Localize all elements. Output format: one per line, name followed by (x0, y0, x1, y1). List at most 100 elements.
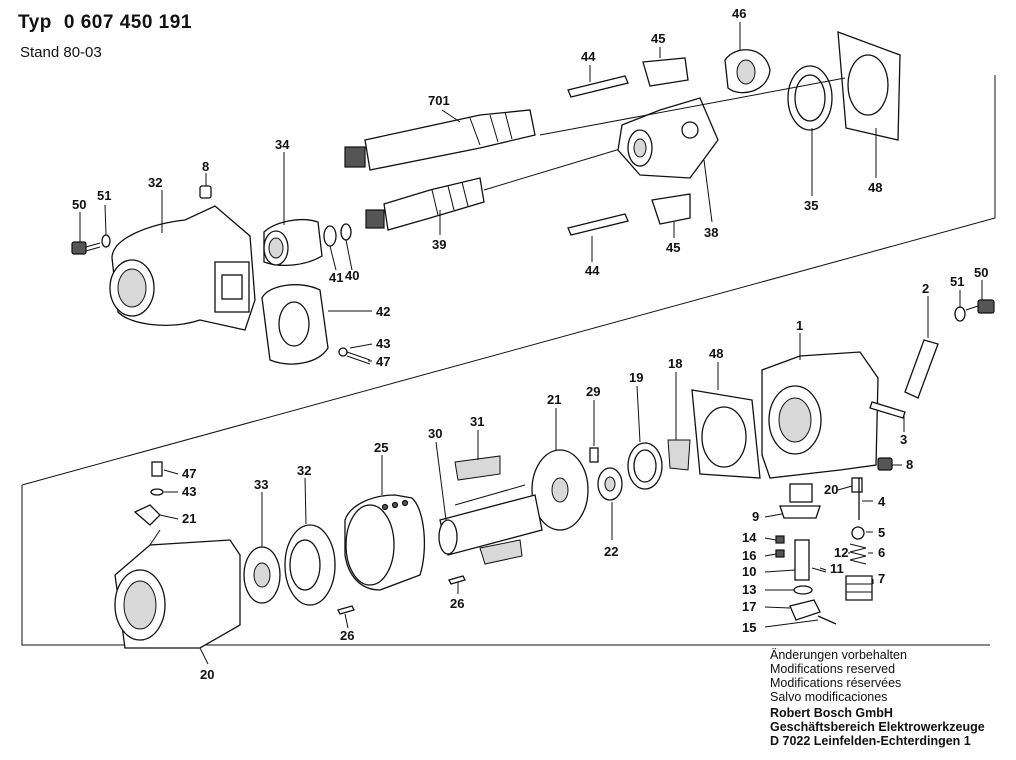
part-32-end-plate (284, 524, 336, 606)
part-39-carrier (617, 97, 719, 179)
part-45-gasket (261, 284, 329, 365)
part-labels: 44 45 46 701 34 8 32 51 50 41 40 39 42 4… (72, 6, 988, 682)
part-30-rotor (438, 484, 543, 556)
part-47-washer-lower (150, 488, 164, 496)
part-40-segment-bottom (651, 193, 691, 225)
part-41-pin-top (567, 75, 629, 98)
part-label: 20 (200, 667, 214, 682)
part-9-valve-body (779, 483, 821, 519)
part-label: 25 (374, 440, 388, 455)
part-label: 8 (202, 159, 209, 174)
part-label: 48 (868, 180, 882, 195)
part-label: 17 (742, 599, 756, 614)
part-31-vane-top (454, 455, 501, 481)
part-35-sleeve (263, 218, 323, 267)
leader-lines (79, 22, 983, 665)
part-6-spring (849, 543, 867, 565)
part-label: 50 (72, 197, 86, 212)
part-label: 701 (428, 93, 450, 108)
part-label: 45 (651, 31, 665, 46)
part-label: 32 (297, 463, 311, 478)
part-label: 50 (974, 265, 988, 280)
part-43-ring (340, 223, 352, 241)
notice-de: Änderungen vorbehalten (770, 648, 907, 662)
part-label: 39 (432, 237, 446, 252)
part-label: 18 (668, 356, 682, 371)
part-label: 32 (148, 175, 162, 190)
part-50-screw-right (965, 299, 995, 314)
part-21-gear-housing (114, 529, 241, 649)
drawing-type-header: Typ 0 607 450 191 (18, 12, 204, 34)
upper-axis-line (539, 77, 846, 136)
part-label: 20 (824, 482, 838, 497)
part-label: 43 (182, 484, 196, 499)
part-label: 47 (376, 354, 390, 369)
part-label: 12 (834, 545, 848, 560)
part-5-ball (851, 526, 865, 540)
part-label: 42 (376, 304, 390, 319)
part-50-screw-left (71, 241, 101, 255)
notice-fr: Modifications réservées (770, 676, 902, 690)
part-701-shaft (344, 109, 536, 171)
part-label: 15 (742, 620, 756, 635)
part-label: 40 (345, 268, 359, 283)
type-label: Typ (18, 12, 52, 33)
part-label: 11 (830, 561, 844, 576)
part-label: 47 (182, 466, 196, 481)
part-label: 31 (470, 414, 484, 429)
modification-notice: Änderungen vorbehalten Modifications res… (770, 648, 1010, 704)
part-27-cylinder (344, 494, 426, 591)
part-11-screw (811, 567, 827, 573)
part-label: 14 (742, 530, 757, 545)
part-label: 22 (604, 544, 618, 559)
part-1-main-housing (761, 351, 879, 479)
part-34-housing (109, 205, 256, 331)
part-label: 8 (906, 457, 913, 472)
part-label: 19 (629, 370, 643, 385)
part-20-bush (851, 477, 863, 493)
company-name: Robert Bosch GmbH (770, 706, 893, 720)
part-label: 21 (547, 392, 561, 407)
part-26-bearing (597, 467, 623, 501)
part-label: 44 (581, 49, 596, 64)
part-17-knob (789, 599, 821, 621)
part-44-ring (323, 225, 337, 247)
part-label: 7 (878, 571, 885, 586)
company-address: D 7022 Leinfelden-Echterdingen 1 (770, 734, 971, 748)
part-7-plug (845, 575, 873, 601)
part-label: 45 (666, 240, 680, 255)
part-13-ring (793, 585, 813, 595)
part-label: 51 (97, 188, 111, 203)
part-28-pin-b (337, 605, 355, 615)
part-15-pin (817, 615, 837, 625)
part-label: 44 (585, 263, 600, 278)
part-28-pin-a (448, 575, 466, 585)
part-label: 51 (950, 274, 964, 289)
part-29-pin (589, 447, 599, 463)
part-label: 4 (878, 494, 886, 509)
part-3-pin (869, 401, 906, 419)
part-label: 16 (742, 548, 756, 563)
part-48-gasket (691, 389, 761, 479)
part-label: 10 (742, 564, 756, 579)
part-label: 48 (709, 346, 723, 361)
part-8-plug-top (199, 185, 212, 199)
part-46-screw-lower (151, 461, 163, 477)
part-10-spindle (794, 539, 810, 581)
part-46-47-screw (338, 347, 371, 365)
part-40-segment-top (642, 57, 689, 87)
notice-es: Salvo modificaciones (770, 690, 888, 704)
type-number: 0 607 450 191 (63, 12, 192, 33)
part-51-washer-right (954, 306, 966, 322)
part-label: 13 (742, 582, 756, 597)
part-label: 3 (900, 432, 907, 447)
part-37-seal (787, 65, 833, 131)
revision-stand: Stand 80-03 (20, 44, 102, 61)
part-label: 26 (450, 596, 464, 611)
part-18-shim (667, 439, 691, 471)
part-label: 30 (428, 426, 442, 441)
part-8-plug-right (877, 457, 893, 471)
part-label: 35 (804, 198, 818, 213)
part-label: 26 (340, 628, 354, 643)
